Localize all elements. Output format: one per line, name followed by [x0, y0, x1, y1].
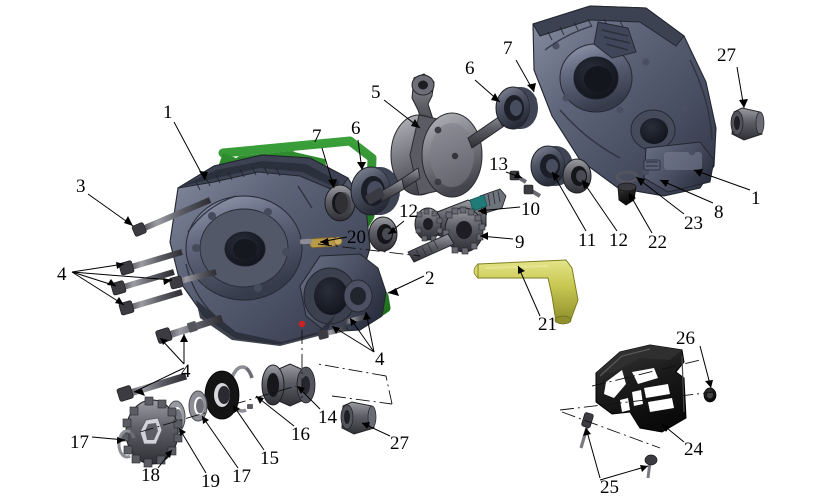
callout-5[interactable]: 5: [371, 82, 381, 103]
callout-25[interactable]: 25: [600, 477, 619, 498]
callout-6-left[interactable]: 6: [351, 118, 361, 139]
case-bolt-4e: [155, 314, 224, 344]
callout-27-bottom[interactable]: 27: [390, 433, 409, 454]
callout-13[interactable]: 13: [489, 154, 508, 175]
guide-screw-25a: [579, 412, 594, 449]
case-bolt-4a: [118, 249, 183, 276]
bushing-collar-27-bottom: [340, 401, 377, 435]
bearing-small-12-right: [562, 158, 592, 194]
drain-plug-oring-23: [615, 170, 639, 184]
callout-22[interactable]: 22: [648, 232, 667, 253]
right-crankcase-half: [532, 5, 717, 197]
callout-4-left[interactable]: 4: [57, 264, 67, 285]
guide-screw-25b: [644, 454, 658, 479]
callout-12-left[interactable]: 12: [399, 201, 418, 222]
callout-7-left[interactable]: 7: [312, 126, 322, 147]
left-crankcase-half: [169, 136, 391, 346]
callout-12-right[interactable]: 12: [609, 230, 628, 251]
callout-3[interactable]: 3: [76, 176, 86, 197]
callout-2[interactable]: 2: [425, 268, 435, 289]
callout-8[interactable]: 8: [714, 202, 724, 223]
callout-16[interactable]: 16: [291, 424, 310, 445]
drain-plug-22: [617, 182, 637, 206]
callout-18[interactable]: 18: [141, 465, 160, 486]
output-seal-15: [204, 370, 240, 420]
callout-17-right[interactable]: 17: [232, 466, 251, 487]
callout-1-right-case[interactable]: 1: [751, 188, 761, 209]
washer-17-right: [188, 390, 208, 422]
callout-26[interactable]: 26: [676, 328, 695, 349]
washer-17-left: [117, 429, 136, 459]
case-boss-8: [643, 159, 661, 171]
crank-oil-seal-7-left: [324, 184, 356, 222]
callout-10[interactable]: 10: [521, 199, 540, 220]
long-bolt-3: [131, 197, 212, 237]
assembly-axis-lines: [139, 243, 715, 449]
callout-4-lower-left[interactable]: 4: [181, 361, 191, 382]
main-bearing-6-right: [495, 86, 538, 130]
callout-23[interactable]: 23: [684, 213, 703, 234]
front-sprocket-18: [120, 396, 183, 468]
balance-shaft-and-gear: [407, 188, 507, 263]
callout-9[interactable]: 9: [515, 232, 525, 253]
chain-guide-24: [595, 344, 687, 433]
callout-6-right[interactable]: 6: [465, 58, 475, 79]
gear-left: [414, 207, 443, 242]
bearing-small-12-left: [368, 216, 398, 252]
crankshaft-assembly: [365, 73, 537, 205]
case-bolt-4d: [169, 269, 217, 290]
callout-15[interactable]: 15: [260, 448, 279, 469]
chain-guide-assembly: [579, 344, 717, 479]
output-shaft-parts: [117, 363, 316, 468]
callout-7-right[interactable]: 7: [503, 38, 513, 59]
callout-4-right[interactable]: 4: [375, 349, 385, 370]
shift-shaft-lever-21: [473, 259, 579, 325]
callout-21[interactable]: 21: [538, 314, 557, 335]
bushing-collar-27-top: [730, 107, 765, 141]
callout-1-left-case[interactable]: 1: [163, 102, 173, 123]
callout-19[interactable]: 19: [201, 471, 220, 492]
callout-24[interactable]: 24: [684, 439, 703, 460]
callout-11[interactable]: 11: [578, 230, 597, 251]
callout-17-left[interactable]: 17: [70, 432, 89, 453]
callout-14[interactable]: 14: [318, 407, 337, 428]
callout-27-top[interactable]: 27: [717, 45, 736, 66]
alignment-mark: [298, 320, 306, 328]
output-bearing-14: [261, 363, 316, 407]
retainer-screw-13b: [523, 184, 542, 198]
guide-screw-26: [703, 387, 717, 403]
leader-lines: [71, 59, 751, 481]
case-bolt-4c: [118, 289, 183, 316]
callout-20[interactable]: 20: [347, 227, 366, 248]
